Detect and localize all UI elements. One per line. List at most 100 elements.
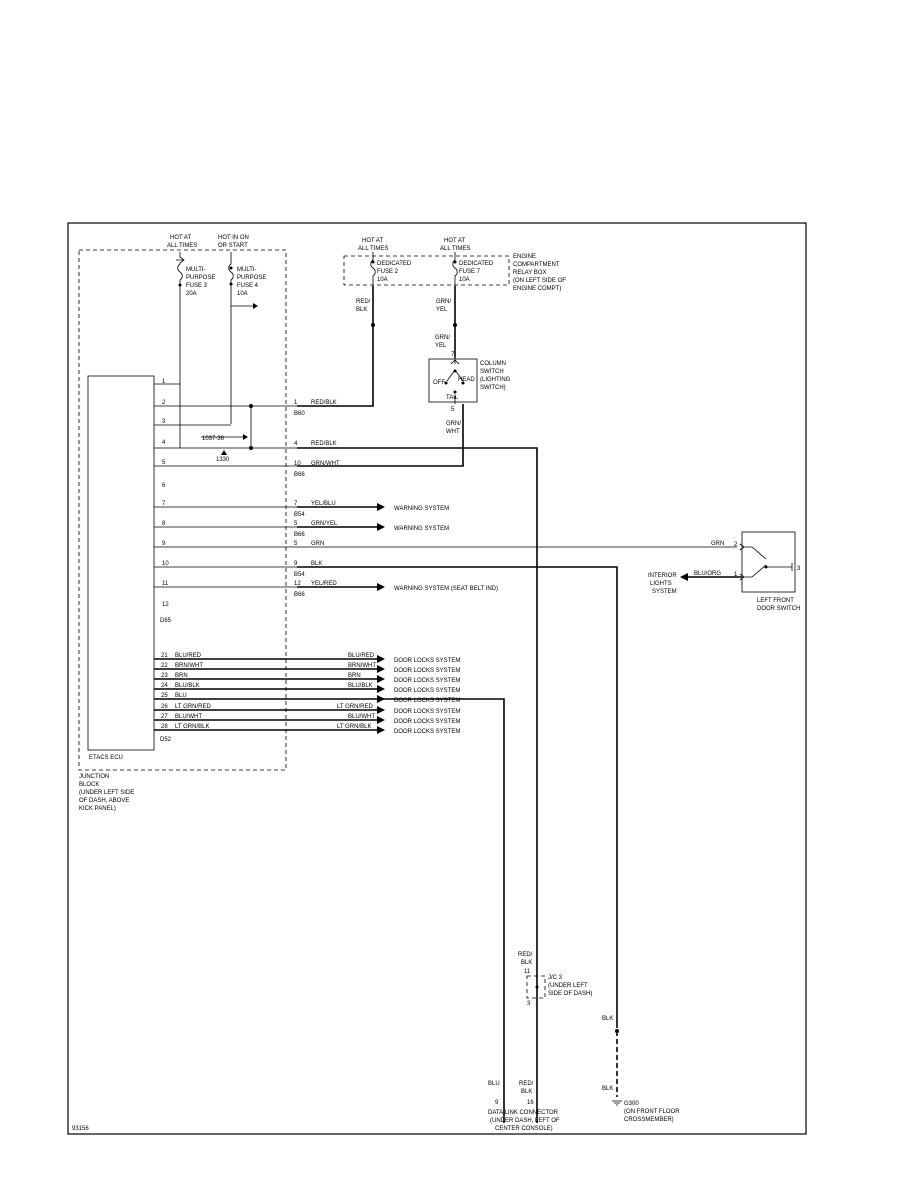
- svg-text:HOT IN ON: HOT IN ON: [218, 235, 249, 241]
- svg-text:21: 21: [161, 653, 168, 659]
- svg-text:12: 12: [162, 602, 169, 608]
- svg-text:GRN/: GRN/: [435, 335, 450, 341]
- svg-text:LT GRN/RED: LT GRN/RED: [337, 704, 373, 710]
- svg-text:RED/: RED/: [356, 299, 371, 305]
- svg-text:16: 16: [527, 1100, 534, 1106]
- svg-text:B54: B54: [294, 512, 305, 518]
- svg-text:DEDICATED: DEDICATED: [459, 261, 494, 267]
- svg-text:1037-36: 1037-36: [202, 436, 225, 442]
- svg-text:HEAD: HEAD: [458, 377, 475, 383]
- svg-text:GRN: GRN: [711, 541, 724, 547]
- svg-text:INTERIOR: INTERIOR: [648, 573, 677, 579]
- junction-block-outline: [78, 249, 287, 771]
- svg-text:1330: 1330: [216, 457, 230, 463]
- svg-text:(ON LEFT SIDE OF: (ON LEFT SIDE OF: [513, 278, 566, 284]
- svg-text:1: 1: [734, 572, 738, 578]
- svg-text:1: 1: [162, 379, 166, 385]
- svg-text:2: 2: [162, 400, 166, 406]
- connection-pin-4: 4 RED/BLK: [294, 441, 337, 447]
- svg-text:FUSE 4: FUSE 4: [237, 283, 259, 289]
- jc3-outline: [526, 975, 546, 999]
- svg-text:WARNING SYSTEM (SEAT BELT IND): WARNING SYSTEM (SEAT BELT IND): [394, 586, 498, 592]
- svg-text:BRN/WHT: BRN/WHT: [348, 663, 376, 669]
- svg-text:LT GRN/BLK: LT GRN/BLK: [175, 724, 209, 730]
- svg-text:ALL TIMES: ALL TIMES: [358, 246, 388, 252]
- hot-in-on-label: HOT IN ON OR START: [218, 235, 249, 249]
- svg-text:JUNCTION: JUNCTION: [79, 774, 109, 780]
- svg-text:BLU: BLU: [488, 1081, 500, 1087]
- svg-text:22: 22: [161, 663, 168, 669]
- svg-text:LT GRN/BLK: LT GRN/BLK: [337, 724, 371, 730]
- svg-text:RELAY BOX: RELAY BOX: [513, 270, 546, 276]
- grn-wht-wire: [297, 404, 464, 467]
- svg-text:OF DASH, ABOVE: OF DASH, ABOVE: [79, 798, 129, 804]
- svg-text:DOOR SWITCH: DOOR SWITCH: [757, 606, 800, 612]
- svg-text:1: 1: [294, 400, 298, 406]
- dedicated-fuse-2: DEDICATED FUSE 2 10A: [370, 252, 412, 286]
- multi-purpose-fuse-3: MULTI- PURPOSE FUSE 3 20A: [176, 252, 215, 297]
- data-link-connector: BLU RED/ BLK 9 16 DATA LINK CONNECTOR (U…: [488, 1081, 560, 1132]
- svg-text:WARNING SYSTEM: WARNING SYSTEM: [394, 506, 449, 512]
- svg-text:(ON FRONT FLOOR: (ON FRONT FLOOR: [624, 1109, 680, 1115]
- svg-text:D65: D65: [160, 618, 172, 624]
- svg-text:2: 2: [734, 542, 738, 548]
- svg-text:RED/BLK: RED/BLK: [311, 441, 337, 447]
- jc3-connector: 11 3 J/C 3 (UNDER LEFT SIDE OF DASH): [524, 966, 592, 1007]
- figure-id: 93156: [72, 1126, 89, 1132]
- svg-text:4: 4: [294, 441, 298, 447]
- svg-text:BRN: BRN: [348, 673, 361, 679]
- grn-yel-fuse-label: GRN/ YEL GRN/ YEL: [435, 299, 451, 349]
- svg-text:ALL TIMES: ALL TIMES: [440, 246, 470, 252]
- svg-text:OR START: OR START: [218, 243, 248, 249]
- svg-text:LT GRN/RED: LT GRN/RED: [175, 704, 211, 710]
- svg-text:DOOR LOCKS SYSTEM: DOOR LOCKS SYSTEM: [394, 688, 460, 694]
- svg-text:G300: G300: [624, 1101, 639, 1107]
- svg-text:7: 7: [451, 352, 455, 358]
- svg-text:3: 3: [162, 419, 166, 425]
- svg-text:SIDE OF DASH): SIDE OF DASH): [548, 991, 592, 997]
- hot-at-all-times-label: HOT AT ALL TIMES: [167, 235, 197, 249]
- svg-text:10A: 10A: [459, 277, 470, 283]
- svg-text:YEL/BLU: YEL/BLU: [311, 501, 336, 507]
- svg-text:6: 6: [162, 483, 166, 489]
- svg-text:TAIL: TAIL: [446, 395, 459, 401]
- svg-text:DEDICATED: DEDICATED: [377, 261, 412, 267]
- svg-text:9: 9: [162, 541, 166, 547]
- svg-text:PURPOSE: PURPOSE: [186, 275, 215, 281]
- svg-text:ALL TIMES: ALL TIMES: [167, 243, 197, 249]
- svg-text:5: 5: [294, 541, 298, 547]
- svg-text:FUSE 7: FUSE 7: [459, 269, 481, 275]
- svg-text:(LIGHTING: (LIGHTING: [480, 377, 511, 383]
- svg-text:(UNDER DASH, LEFT OF: (UNDER DASH, LEFT OF: [490, 1118, 560, 1124]
- svg-text:BLU/RED: BLU/RED: [348, 653, 375, 659]
- svg-text:FUSE 2: FUSE 2: [377, 269, 399, 275]
- svg-text:B66: B66: [294, 532, 305, 538]
- etacs-ecu-label: ETACS ECU: [89, 755, 123, 761]
- etacs-upper-pins: 1 2 3 4 5 6 7 8 9 10 11 12 D65: [154, 379, 297, 624]
- relay-box-outline: [343, 255, 510, 286]
- dedicated-fuse-7: DEDICATED FUSE 7 10A: [452, 252, 494, 286]
- relay-box-label: ENGINE COMPARTMENT RELAY BOX (ON LEFT SI…: [513, 254, 566, 292]
- svg-text:DOOR LOCKS SYSTEM: DOOR LOCKS SYSTEM: [394, 729, 460, 735]
- svg-text:YEL/RED: YEL/RED: [311, 581, 337, 587]
- svg-text:WHT: WHT: [446, 429, 460, 435]
- column-switch: 7 5 OFF HEAD TAIL: [433, 352, 475, 413]
- svg-text:BLU/BLK: BLU/BLK: [348, 683, 373, 689]
- svg-text:COMPARTMENT: COMPARTMENT: [513, 262, 560, 268]
- svg-text:HOT AT: HOT AT: [362, 238, 383, 244]
- svg-text:DOOR LOCKS SYSTEM: DOOR LOCKS SYSTEM: [394, 668, 460, 674]
- svg-text:9: 9: [495, 1100, 499, 1106]
- svg-text:PURPOSE: PURPOSE: [237, 275, 266, 281]
- column-switch-box: [428, 358, 478, 403]
- svg-text:GRN/WHT: GRN/WHT: [311, 461, 340, 467]
- svg-text:BLU: BLU: [175, 693, 187, 699]
- svg-text:BLU/ORG: BLU/ORG: [694, 571, 721, 577]
- svg-text:BLK: BLK: [356, 307, 367, 313]
- svg-text:5: 5: [162, 460, 166, 466]
- connection-pin-10: 10 GRN/WHT B66: [294, 461, 340, 478]
- svg-text:10: 10: [162, 561, 169, 567]
- svg-text:HOT AT: HOT AT: [170, 235, 191, 241]
- svg-text:CROSSMEMBER): CROSSMEMBER): [624, 1117, 674, 1123]
- svg-text:ENGINE: ENGINE: [513, 254, 536, 260]
